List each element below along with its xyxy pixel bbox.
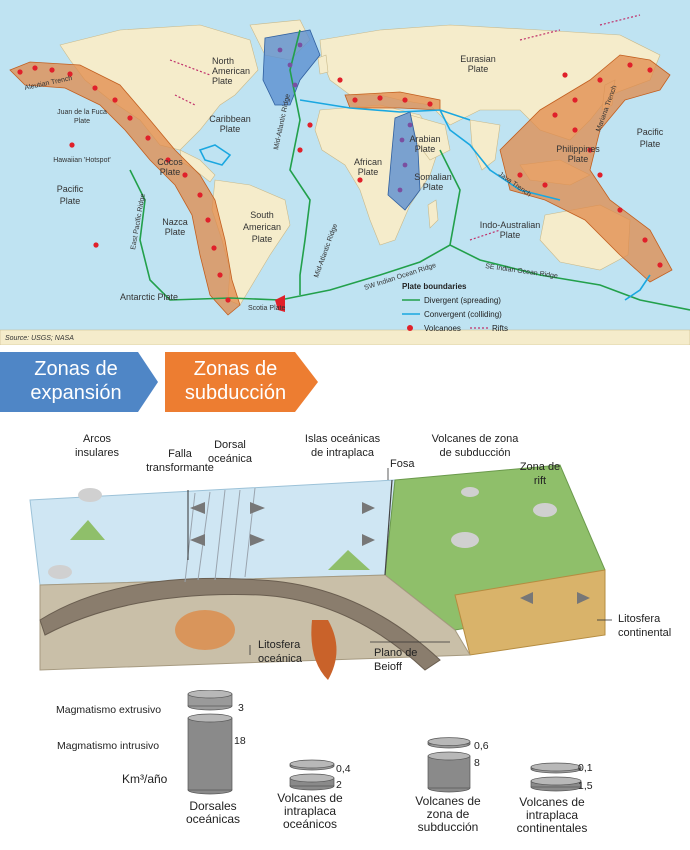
magmatism-cylinder-chart [187,690,582,795]
plate-motion-arrows [190,502,590,604]
intrusive-cylinder-1 [289,773,335,791]
intrusive-cylinder-2 [427,751,471,793]
ridge-magma [175,610,235,650]
divergent-boundaries [129,29,690,311]
intraplate-plume [311,620,337,680]
extrusive-cylinder-2 [427,737,471,749]
intrusive-cylinder-0 [187,713,233,795]
label-fosa: Fosa [390,458,415,470]
map-source: Source: USGS; NASA [5,335,74,342]
tectonic-block-diagram [29,464,612,680]
intrusive-cylinder-3 [530,776,582,792]
volcano-dots [17,62,663,303]
label-scotia-plate: Scotia Plate [248,305,285,312]
value-intrusive-3: 1,5 [578,780,593,792]
extrusive-cylinder-0 [187,690,233,711]
legend-extrusive-label: Magmatismo extrusivo [56,704,162,716]
value-extrusive-3: 0,1 [578,762,593,774]
oceanic-lithosphere-slab [39,577,441,671]
legend-volcanoes: Volcanoes [424,324,461,333]
expansion-zones [262,29,421,211]
value-extrusive-0: 3 [238,702,244,714]
value-intrusive-1: 2 [336,779,342,791]
rifts [169,14,641,241]
leader-lines [249,468,612,655]
value-extrusive-2: 0,6 [474,740,489,752]
volcano-dots-purple [277,42,413,193]
expansion-arrow-shape [0,352,158,412]
legend-title: Plate boundaries [402,282,467,291]
convergent-boundaries [198,99,651,301]
scotia-trench [275,295,285,312]
subduction-zones [9,54,673,316]
legend-intrusive-label: Magmatismo intrusivo [57,740,160,752]
subduction-arrow-shape [165,352,318,412]
extrusive-cylinder-3 [530,762,582,774]
label-antarctic-plate: Antarctic Plate [120,292,178,302]
extrusive-cylinder-1 [289,759,335,771]
value-intrusive-2: 8 [474,757,480,769]
legend-divergent: Divergent (spreading) [424,296,501,305]
legend-volcano-swatch [407,325,413,331]
legend-convergent: Convergent (colliding) [424,310,502,319]
label-hawaiian-hotspot: Hawaiian 'Hotspot' [53,157,111,164]
unit-label: Km³/año [122,772,168,786]
volcanic-smoke [48,487,557,579]
value-extrusive-1: 0,4 [336,763,351,775]
island-arc-volcano [70,520,105,540]
legend-rifts: Rifts [492,324,508,333]
intraplate-island [328,550,370,570]
value-intrusive-0: 18 [234,735,246,747]
map-legend: Plate boundaries Divergent (spreading) C… [402,282,508,333]
continental-lithosphere [454,569,606,656]
trench-line [384,479,393,576]
zone-arrows [0,352,318,412]
